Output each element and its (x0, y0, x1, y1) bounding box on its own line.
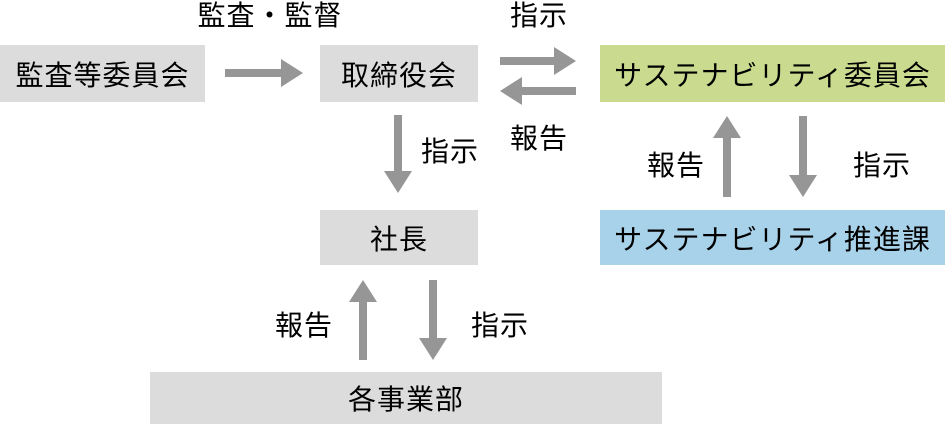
label-report-committee-to-board: 報告 (509, 123, 568, 154)
arrow-committee-to-board (500, 77, 576, 105)
label-instruction-board-to-committee: 指示 (509, 0, 568, 31)
arrow-board-to-president (384, 115, 412, 193)
label-instruction-board-to-president: 指示 (420, 136, 479, 167)
label-audit-supervision: 監査・監督 (197, 0, 343, 31)
arrow-board-to-committee (500, 47, 576, 75)
label-report-divisions-to-president: 報告 (274, 310, 333, 341)
label-instruction-president-to-divisions: 指示 (470, 310, 529, 341)
arrow-promotion-to-committee (713, 116, 741, 197)
arrow-president-to-divisions (419, 280, 447, 360)
box-business-divisions: 各事業部 (150, 372, 662, 424)
arrow-divisions-to-president (349, 280, 377, 360)
box-board-of-directors: 取締役会 (320, 45, 478, 102)
arrow-committee-to-promotion (789, 116, 817, 197)
label-instruction-committee-to-promotion: 指示 (852, 150, 911, 181)
label-report-promotion-to-committee: 報告 (646, 150, 705, 181)
box-audit-committee: 監査等委員会 (0, 45, 205, 102)
box-president: 社長 (320, 210, 478, 265)
box-sustainability-promotion-section: サステナビリティ推進課 (600, 210, 945, 265)
arrow-audit-to-board (225, 59, 303, 87)
box-sustainability-committee: サステナビリティ委員会 (600, 45, 945, 102)
